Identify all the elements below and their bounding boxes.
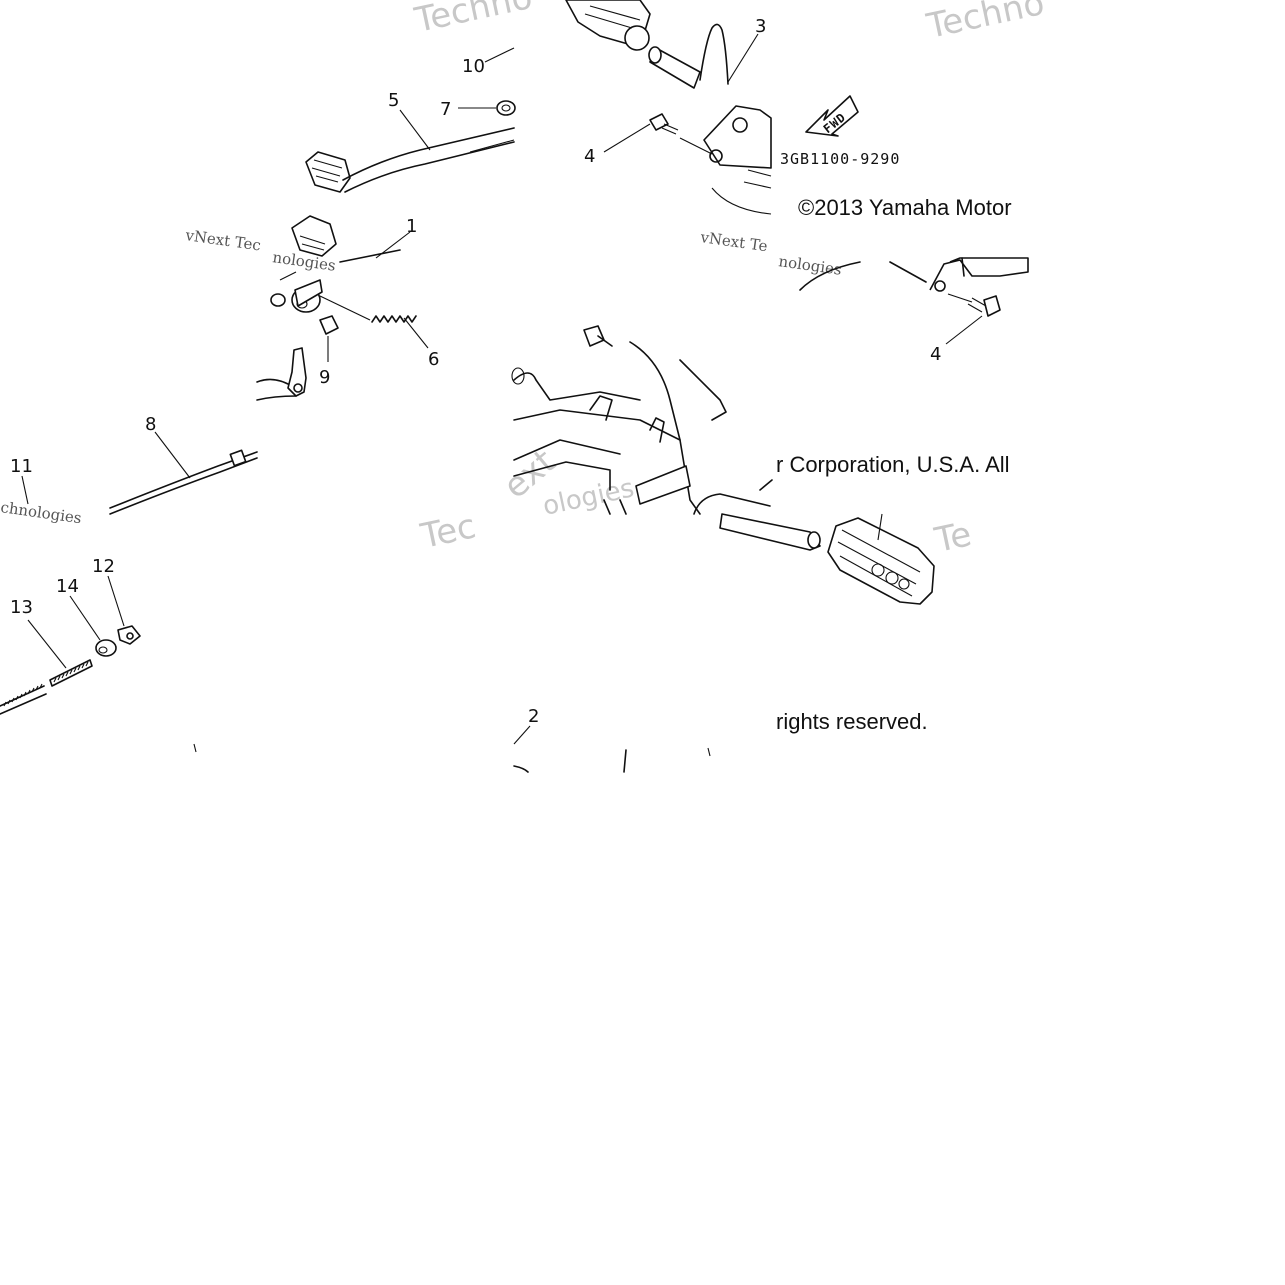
callout-2: 2 <box>528 706 539 727</box>
watermark-text: nologies <box>777 252 842 279</box>
pedal-pivot-part <box>270 215 401 313</box>
bolt-part <box>649 113 679 135</box>
nut-part <box>496 100 516 116</box>
watermark-text: Te <box>931 514 975 561</box>
callout-4: 4 <box>584 146 595 167</box>
footrest-part <box>565 0 701 89</box>
callout-12: 12 <box>92 556 115 577</box>
watermark-text: Techno <box>411 0 536 41</box>
copyright-line-2: r Corporation, U.S.A. All <box>776 452 1010 477</box>
part-code: 3GB1100-9290 <box>780 150 900 168</box>
callout-13: 13 <box>10 597 33 618</box>
callout-10: 10 <box>462 56 485 77</box>
watermark-text: ologies <box>540 473 637 522</box>
brake-rod-part <box>0 659 93 715</box>
bolt-part-right <box>967 295 1001 317</box>
watermark-text: Techno <box>923 0 1048 47</box>
footrest-bracket-part <box>699 23 772 215</box>
copyright-line-1: ©2013 Yamaha Motor <box>798 195 1012 220</box>
callout-8: 8 <box>145 414 156 435</box>
callout-9: 9 <box>319 367 330 388</box>
callout-5: 5 <box>388 90 399 111</box>
joint-part <box>117 625 141 645</box>
pin-part <box>319 315 339 335</box>
callout-11: 11 <box>10 456 33 477</box>
brake-cable-part <box>109 449 258 515</box>
return-spring-part <box>319 295 417 323</box>
callout-7: 7 <box>440 99 451 120</box>
fwd-arrow-icon: FWD <box>805 95 859 137</box>
copyright-line-3: rights reserved. <box>776 709 928 734</box>
callout-6: 6 <box>428 349 439 370</box>
callout-14: 14 <box>56 576 79 597</box>
watermark-text: vNext Te <box>698 228 768 255</box>
footrest-left-part <box>693 479 821 551</box>
footrest-peg-right-part <box>827 513 935 605</box>
bracket-part-right <box>799 257 1029 292</box>
frame-part <box>511 325 727 515</box>
brake-pedal-part <box>305 127 515 193</box>
callout-4b: 4 <box>930 344 941 365</box>
lever-arm-part <box>256 347 307 401</box>
watermark-text: vNext Tec <box>183 226 262 255</box>
callout-1: 1 <box>406 216 417 237</box>
adjuster-nut-part <box>95 639 117 657</box>
watermark-text: Tec <box>417 506 480 557</box>
callout-3: 3 <box>755 16 766 37</box>
watermark-text: chnologies <box>0 498 83 527</box>
